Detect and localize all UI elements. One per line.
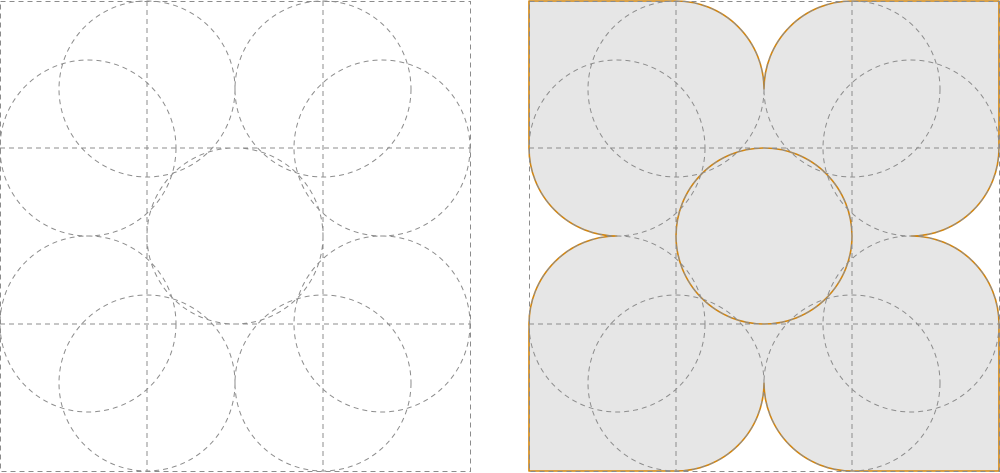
- guide-circle: [0, 235, 177, 413]
- guide-circle: [763, 294, 941, 472]
- filled-center-circle: [675, 147, 853, 325]
- guide-circle: [587, 294, 765, 472]
- guide-circle: [234, 294, 412, 472]
- guide-circle: [58, 0, 236, 178]
- filled-shape-panel: [528, 0, 1000, 472]
- guide-circle: [763, 0, 941, 178]
- guide-circle: [58, 294, 236, 472]
- guide-circle: [675, 147, 853, 325]
- guide-circle: [587, 0, 765, 178]
- guide-circle: [146, 147, 324, 325]
- guide-circle: [0, 59, 177, 237]
- guide-circle: [234, 0, 412, 178]
- guide-square: [0, 1, 471, 472]
- guide-circle: [822, 235, 1000, 413]
- guide-circle: [293, 235, 471, 413]
- guide-circle: [528, 235, 706, 413]
- construction-panel: [0, 0, 471, 472]
